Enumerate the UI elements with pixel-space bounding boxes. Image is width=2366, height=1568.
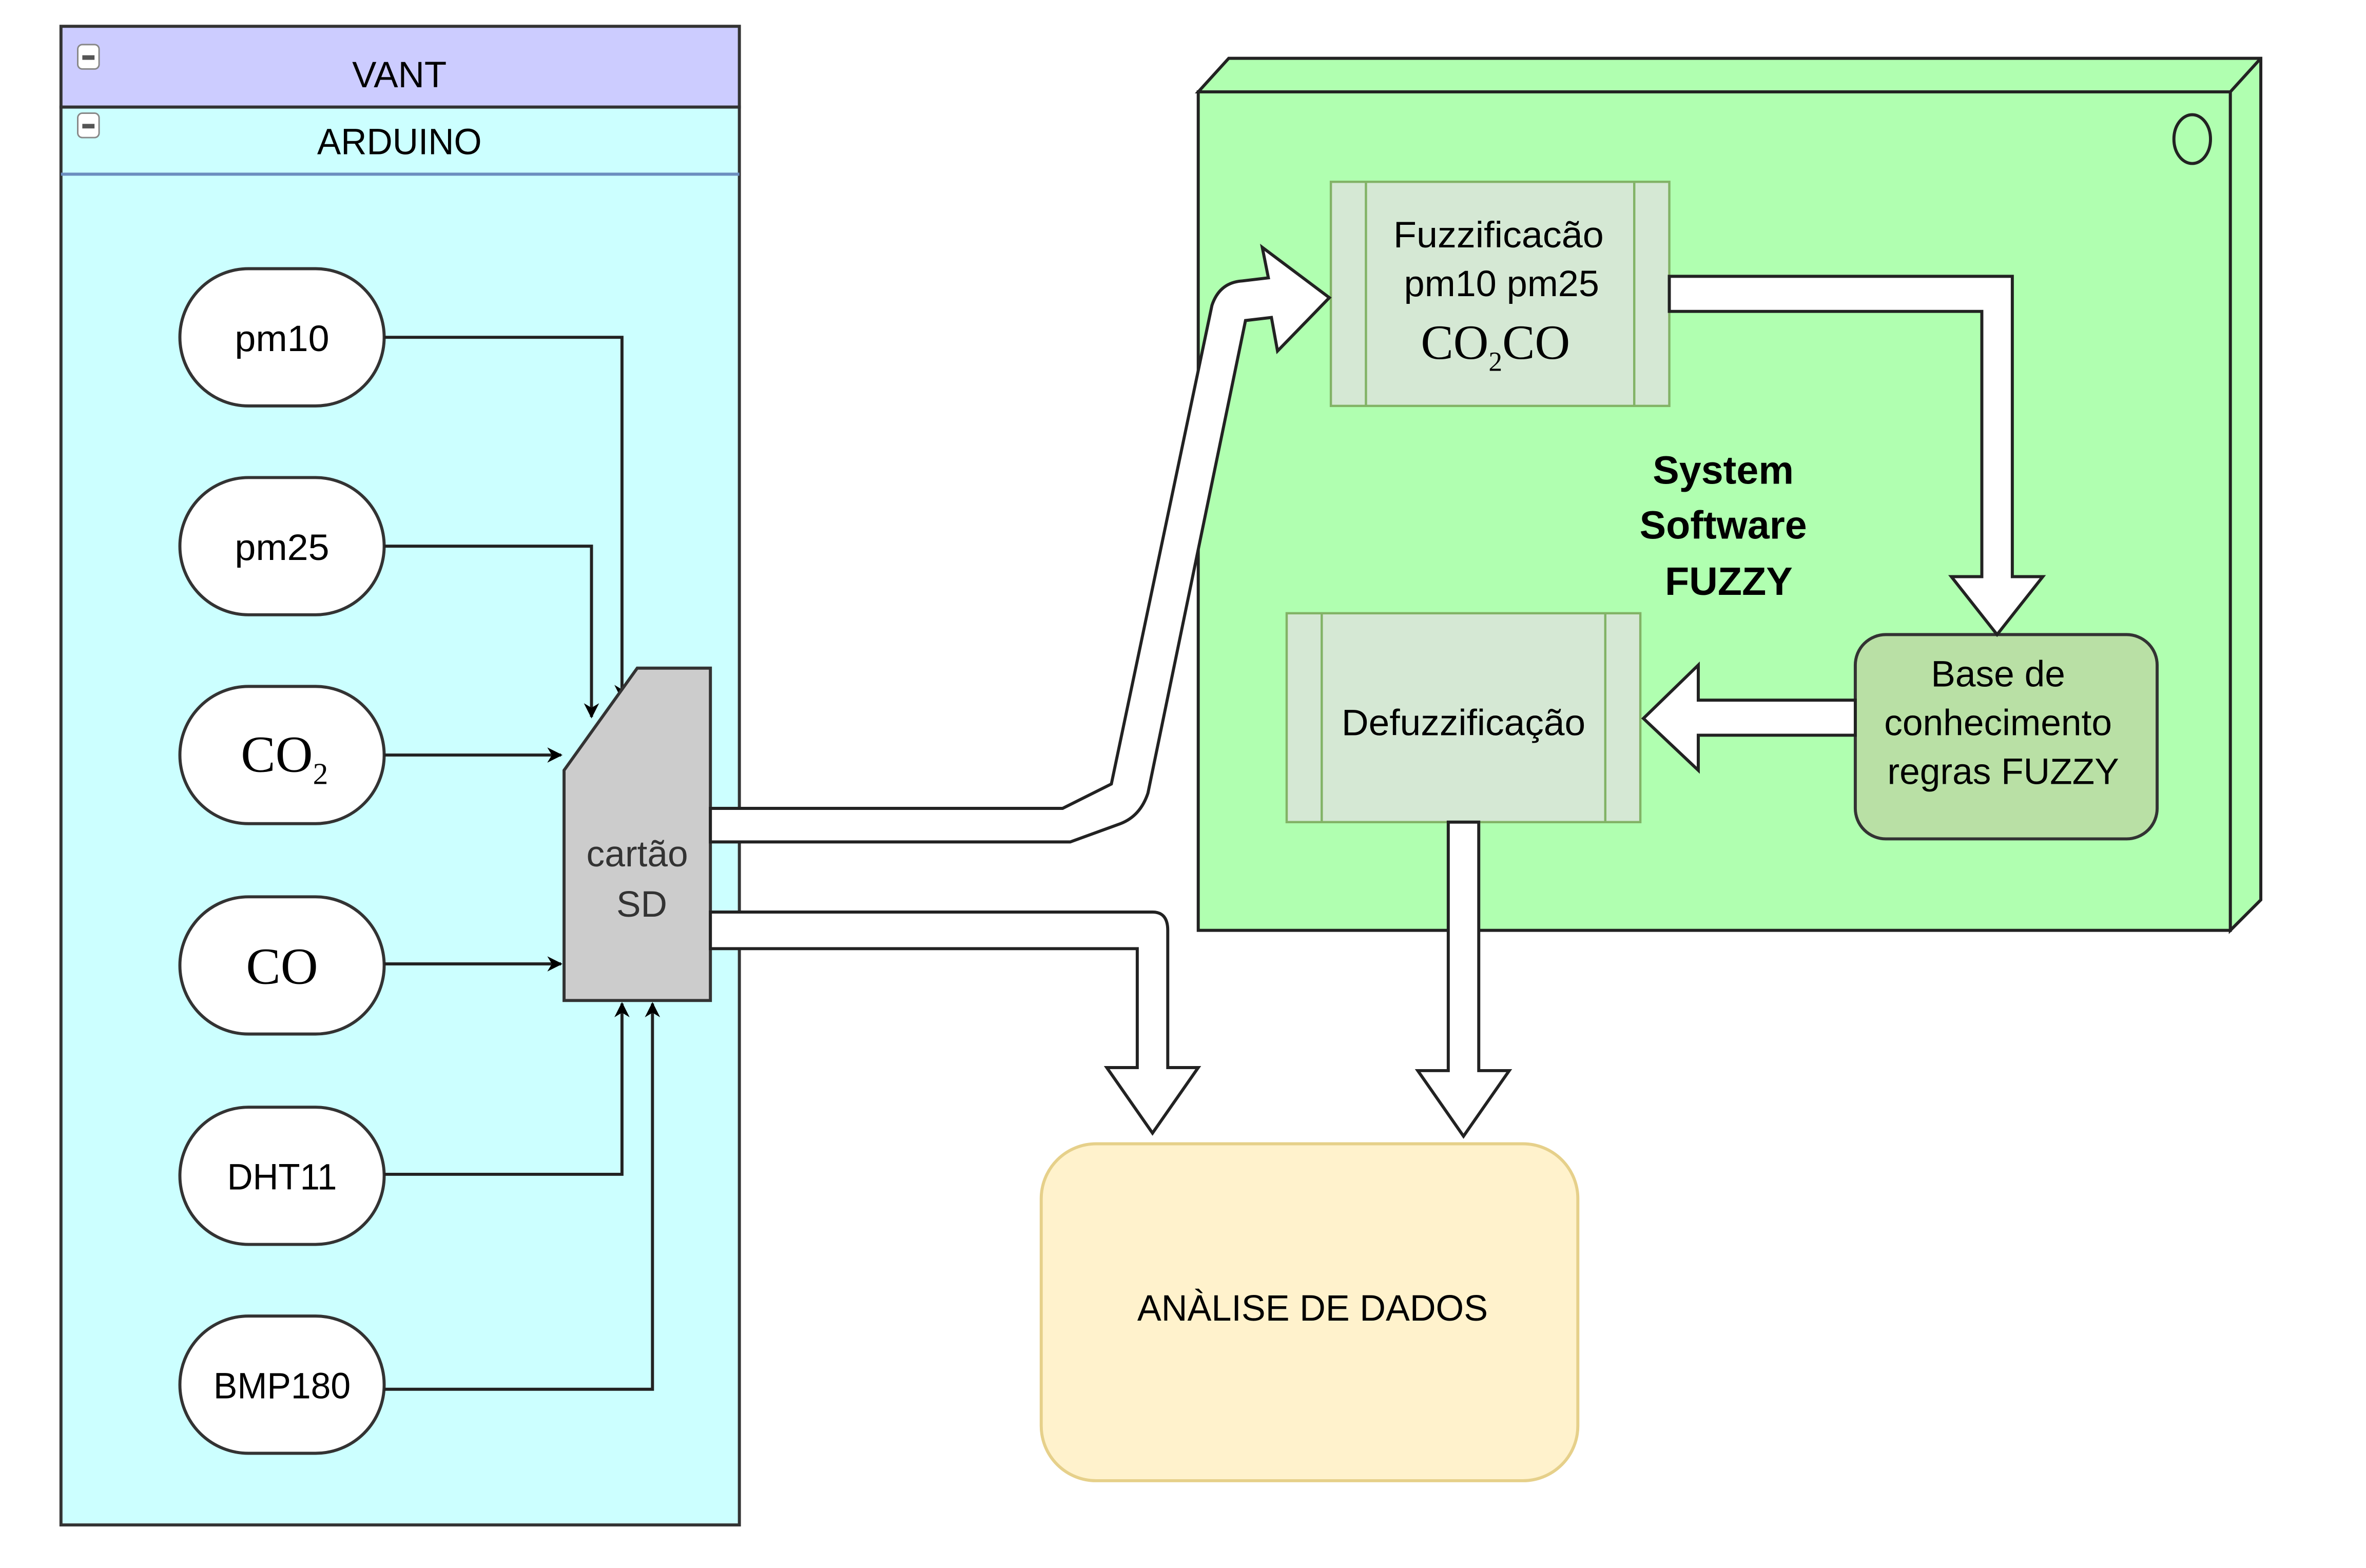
connector-pm10 — [384, 336, 630, 701]
sensor-label: BMP180 — [214, 1366, 351, 1407]
knowledge-base: Base de conhecimento regras FUZZY — [1853, 633, 2159, 841]
fuzzification-process: Fuzzificacão pm10 pm25 CO2CO — [1329, 180, 1671, 408]
sensor-dht11: DHT11 — [178, 1106, 386, 1246]
defuzzification-label: Defuzzificação — [1342, 702, 1585, 743]
sd-card: cartão SD — [563, 666, 712, 1002]
sensor-bmp180: BMP180 — [178, 1314, 386, 1455]
sd-card-label-2: SD — [616, 884, 667, 925]
data-analysis-label: ANÀLISE DE DADOS — [1137, 1288, 1488, 1329]
vant-container: VANT — [59, 25, 741, 109]
fuzzification-gases: CO2CO — [1421, 315, 1570, 377]
arrow-defuzzification-to-analysis — [1414, 820, 1512, 1139]
arrow-sd-to-analysis — [709, 911, 1201, 1136]
knowledge-base-label: Base de conhecimento regras FUZZY — [1884, 653, 2122, 792]
data-analysis: ANÀLISE DE DADOS — [1039, 1142, 1580, 1482]
vant-title: VANT — [352, 54, 447, 95]
sensor-pm25: pm25 — [178, 476, 386, 616]
arduino-title: ARDUINO — [317, 122, 482, 163]
fuzzification-label: Fuzzificacão — [1393, 215, 1604, 256]
node-circle-icon — [2172, 113, 2212, 165]
arrow-fuzzification-to-kb — [1667, 275, 2046, 637]
system-title: System Software FUZZY — [1640, 448, 1818, 604]
sensor-co: CO — [178, 895, 386, 1036]
sensor-co2: CO2 — [178, 685, 386, 825]
connector-bmp180 — [384, 1002, 661, 1391]
connector-dht11 — [384, 1002, 630, 1176]
sensor-label: pm10 — [235, 318, 329, 359]
sensor-label: pm25 — [235, 527, 329, 568]
defuzzification-process: Defuzzificação — [1285, 612, 1642, 823]
block-arrows — [709, 243, 2046, 1139]
sensor-connectors — [384, 336, 661, 1391]
sensor-label: DHT11 — [227, 1157, 337, 1198]
sd-card-label: cartão — [587, 834, 688, 875]
arrow-kb-to-defuzzification — [1641, 661, 1857, 774]
sensor-label: CO — [246, 938, 318, 995]
arrow-sd-to-fuzzification — [709, 243, 1332, 844]
connector-pm25 — [384, 545, 599, 719]
sensor-label: CO2 — [241, 726, 328, 791]
sensor-pm10: pm10 — [178, 267, 386, 408]
fuzzification-vars: pm10 pm25 — [1404, 263, 1599, 304]
